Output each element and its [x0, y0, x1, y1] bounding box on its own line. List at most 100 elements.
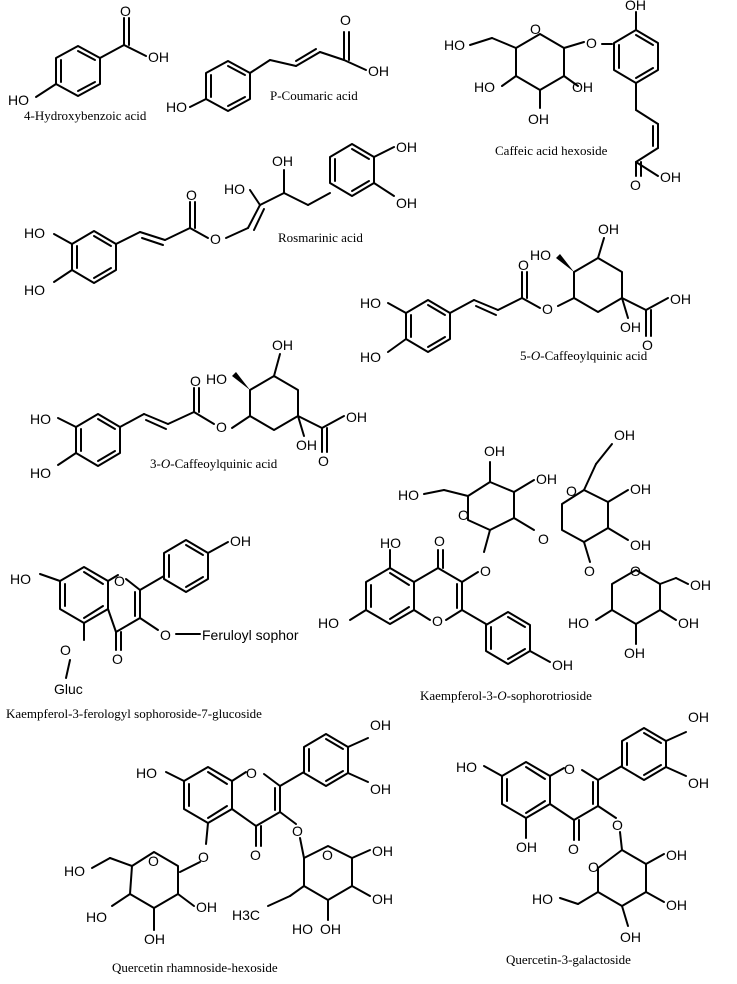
- atom-ho: HO: [86, 909, 107, 925]
- atom-oh: OH: [666, 847, 687, 863]
- atom-o: O: [292, 823, 303, 839]
- atom-oh: OH: [396, 139, 417, 155]
- atom-o: O: [630, 563, 641, 579]
- atom-oh: OH: [630, 481, 651, 497]
- molecule-quercetin-rhamnoside-hexoside: HO O O OH OH O O OH OH OH HO H3C O O HO …: [64, 717, 393, 975]
- atom-o: O: [542, 301, 553, 317]
- atom-feruloyl: Feruloyl sophor: [202, 627, 299, 643]
- atom-o: O: [480, 563, 491, 579]
- atom-oh: OH: [230, 533, 251, 549]
- atom-o: O: [538, 531, 549, 547]
- atom-oh: OH: [346, 409, 367, 425]
- atom-oh: OH: [690, 577, 711, 593]
- atom-oh: OH: [272, 337, 293, 353]
- atom-o: O: [434, 533, 445, 549]
- atom-oh: OH: [552, 657, 573, 673]
- molecule-4-hydroxybenzoic-acid: O OH HO 4-Hydroxybenzoic acid: [8, 3, 169, 123]
- atom-o: O: [588, 859, 599, 875]
- atom-oh: HO: [380, 535, 401, 551]
- atom-o: O: [566, 483, 577, 499]
- atom-ho: HO: [292, 921, 313, 937]
- atom-oh: OH: [678, 615, 699, 631]
- atom-o: O: [322, 847, 333, 863]
- atom-o: O: [432, 613, 443, 629]
- atom-ho: HO: [64, 863, 85, 879]
- atom-oh: OH: [296, 437, 317, 453]
- atom-oh: OH: [272, 153, 293, 169]
- molecule-quercetin-3-galactoside: HO O O OH OH OH O O OH OH OH HO Querceti…: [456, 709, 709, 967]
- atom-o: O: [630, 177, 641, 193]
- atom-oh: OH: [620, 929, 641, 945]
- atom-oh: OH: [148, 49, 169, 65]
- atom-oh: OH: [624, 645, 645, 661]
- atom-ho: HO: [532, 891, 553, 907]
- molecule-rosmarinic-acid: HO HO O O HO OH OH OH Rosmarinic acid: [24, 139, 417, 298]
- atom-o: O: [318, 453, 329, 469]
- atom-ho: HO: [30, 465, 51, 481]
- molecule-p-coumaric-acid: O OH HO P-Coumaric acid: [166, 12, 389, 115]
- atom-o: O: [216, 419, 227, 435]
- atom-oh: OH: [620, 319, 641, 335]
- atom-ho: HO: [206, 371, 227, 387]
- atom-o: O: [518, 257, 529, 273]
- molecule-5-o-caffeoylquinic-acid: HO HO O O HO OH OH OH O 5-O-Caffeoylquin…: [360, 221, 691, 365]
- atom-oh: OH: [598, 221, 619, 237]
- atom-oh: OH: [370, 717, 391, 733]
- atom-ch3: H3C: [232, 907, 260, 923]
- atom-oh: OH: [688, 775, 709, 791]
- atom-ho: HO: [8, 92, 29, 108]
- molecule-kaempferol-sophorotrioside: O HO HO O O OH HO O OH OH O O OH OH OH O…: [318, 427, 711, 703]
- atom-o: O: [250, 847, 261, 863]
- atom-o: O: [120, 3, 131, 19]
- atom-ho: HO: [166, 99, 187, 115]
- atom-o: O: [114, 573, 125, 589]
- caption-3-o-caffeoylquinic-acid: 3-O-Caffeoylquinic acid: [150, 456, 278, 471]
- atom-oh: OH: [196, 899, 217, 915]
- caption-quercetin-3-galactoside: Quercetin-3-galactoside: [506, 952, 631, 967]
- atom-ho: HO: [398, 487, 419, 503]
- caption-caffeic-acid-hexoside: Caffeic acid hexoside: [495, 143, 608, 158]
- atom-oh: OH: [484, 443, 505, 459]
- atom-ho: HO: [456, 759, 477, 775]
- atom-o: O: [340, 12, 351, 28]
- atom-ho: HO: [24, 225, 45, 241]
- atom-ho: HO: [444, 37, 465, 53]
- atom-oh: OH: [372, 843, 393, 859]
- atom-ho: HO: [224, 181, 245, 197]
- atom-ho: HO: [530, 247, 551, 263]
- atom-oh: OH: [572, 79, 593, 95]
- molecule-caffeic-acid-hexoside: O O OH HO HO OH OH O OH Caffeic acid hex…: [444, 0, 681, 193]
- atom-o: O: [530, 21, 541, 37]
- caption-5-o-caffeoylquinic-acid: 5-O-Caffeoylquinic acid: [520, 348, 648, 363]
- atom-oh: OH: [372, 891, 393, 907]
- atom-o: O: [190, 373, 201, 389]
- caption-quercetin-rhamnoside-hexoside: Quercetin rhamnoside-hexoside: [112, 960, 278, 975]
- atom-gluc: Gluc: [54, 681, 83, 697]
- atom-oh: OH: [320, 921, 341, 937]
- atom-o: O: [458, 507, 469, 523]
- atom-o: O: [612, 817, 623, 833]
- atom-o: O: [112, 651, 123, 667]
- caption-4-hydroxybenzoic-acid: 4-Hydroxybenzoic acid: [24, 108, 147, 123]
- atom-ho: HO: [360, 349, 381, 365]
- atom-oh: OH: [630, 537, 651, 553]
- atom-ho: HO: [318, 615, 339, 631]
- caption-p-coumaric-acid: P-Coumaric acid: [270, 88, 358, 103]
- atom-oh: OH: [144, 931, 165, 947]
- atom-ho: HO: [10, 571, 31, 587]
- atom-o: O: [642, 337, 653, 353]
- atom-o: O: [60, 642, 71, 658]
- atom-oh: OH: [614, 427, 635, 443]
- caption-rosmarinic-acid: Rosmarinic acid: [278, 230, 363, 245]
- atom-oh: OH: [536, 471, 557, 487]
- atom-o: O: [246, 765, 257, 781]
- caption-kaempferol-ferologyl: Kaempferol-3-ferologyl sophoroside-7-glu…: [6, 706, 262, 721]
- atom-ho: HO: [568, 615, 589, 631]
- atom-o: O: [148, 853, 159, 869]
- atom-oh: OH: [625, 0, 646, 13]
- atom-o: O: [586, 35, 597, 51]
- atom-oh: OH: [368, 63, 389, 79]
- atom-o: O: [160, 627, 171, 643]
